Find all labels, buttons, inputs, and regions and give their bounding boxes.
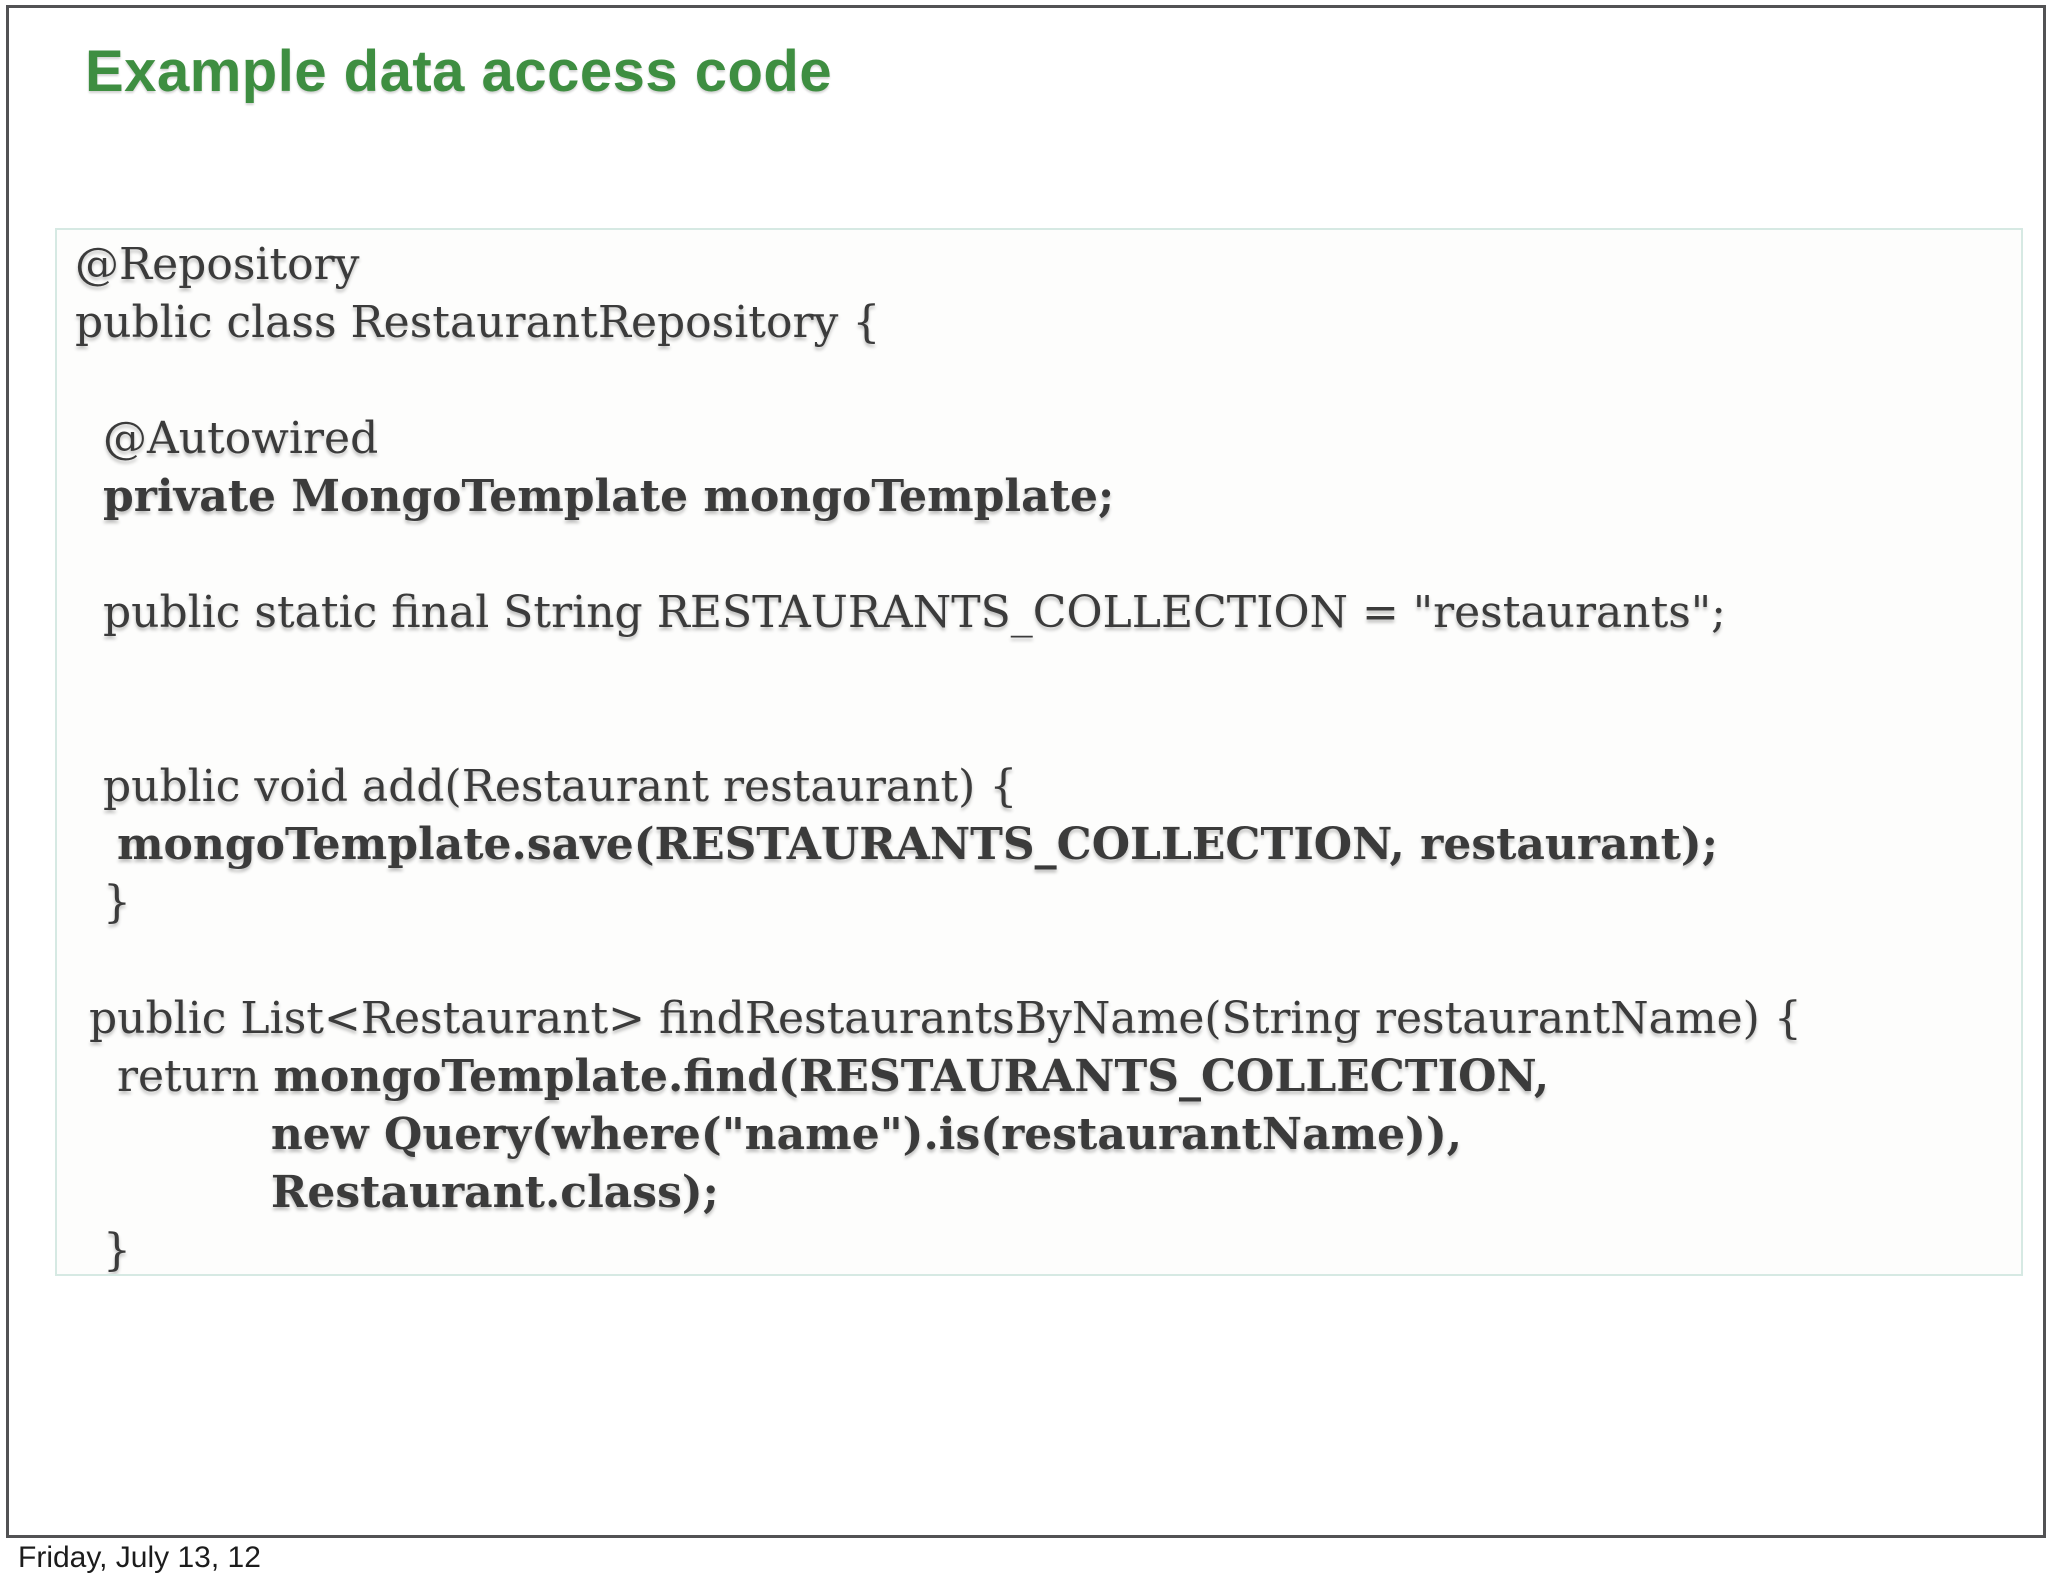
code-line [75, 526, 2011, 584]
code-line: public void add(Restaurant restaurant) { [75, 761, 1018, 812]
code-line: @Autowired [75, 413, 379, 464]
code-line: } [75, 1225, 131, 1276]
slide-frame: Example data access code @Repository publ… [6, 5, 2046, 1538]
code-line: return mongoTemplate.find(RESTAURANTS_CO… [75, 1051, 1550, 1102]
code-line [75, 642, 2011, 700]
code-line: Restaurant.class); [270, 1167, 719, 1218]
code-block: @Repository public class RestaurantReposi… [57, 230, 2021, 1276]
code-panel: @Repository public class RestaurantReposi… [55, 228, 2023, 1276]
code-line: @Repository [75, 239, 360, 290]
slide-title: Example data access code [85, 39, 833, 104]
code-line [75, 700, 2011, 758]
code-line [75, 352, 2011, 410]
footer-date: Friday, July 13, 12 [18, 1541, 261, 1574]
code-line: public List<Restaurant> findRestaurantsB… [75, 993, 1802, 1044]
code-line: public static final String RESTAURANTS_C… [75, 587, 1726, 638]
code-line: mongoTemplate.save(RESTAURANTS_COLLECTIO… [116, 819, 1718, 870]
code-line: new Query(where("name").is(restaurantNam… [270, 1109, 1463, 1160]
code-line: public class RestaurantRepository { [75, 297, 881, 348]
code-line: } [75, 877, 131, 928]
code-line: private MongoTemplate mongoTemplate; [102, 471, 1115, 522]
code-line [75, 932, 2011, 990]
